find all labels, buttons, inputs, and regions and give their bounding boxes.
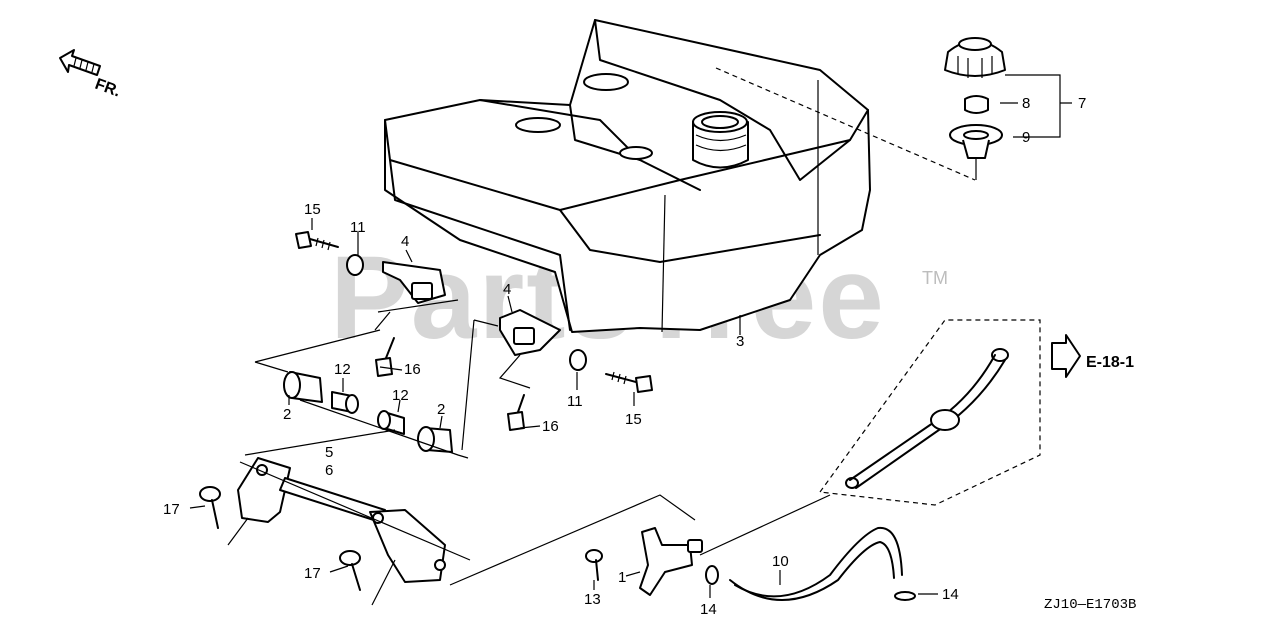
collar-12-right — [377, 410, 405, 435]
bolt-17-bottom — [339, 550, 361, 591]
bracket-leader-lines — [244, 299, 531, 459]
fuel-hose-10-inner — [729, 541, 895, 601]
callout-9: 9 — [1022, 129, 1030, 146]
tank-base-frame — [237, 457, 446, 583]
callout-14-right: 14 — [942, 586, 959, 603]
bolt-15-right — [605, 371, 653, 393]
callout-15-left: 15 — [304, 201, 321, 218]
callout-1: 1 — [618, 569, 626, 586]
callout-leaders — [189, 218, 938, 598]
callout-17-bottom: 17 — [304, 565, 321, 582]
callout-3: 3 — [736, 333, 744, 350]
cushion-2-left — [283, 371, 323, 403]
callout-15-right: 15 — [625, 411, 642, 428]
callout-4-left: 4 — [401, 233, 409, 250]
hose-clip-14-left — [705, 565, 719, 585]
reference-arrow-icon — [1051, 334, 1081, 378]
fuel-strainer — [949, 124, 1003, 180]
drawing-code: ZJ10—E1703B — [1044, 597, 1136, 613]
callout-10: 10 — [772, 553, 789, 570]
callout-12-right: 12 — [392, 387, 409, 404]
hose-leader-line — [699, 494, 831, 556]
collar-12-left — [331, 391, 359, 414]
tank-bracket-right — [499, 309, 561, 356]
callout-11-right: 11 — [567, 393, 583, 410]
hose-group-outline — [818, 319, 1041, 506]
callout-2-left: 2 — [283, 406, 291, 423]
callout-7: 7 — [1078, 95, 1086, 112]
fuel-cap — [944, 37, 1006, 78]
callout-12-left: 12 — [334, 361, 351, 378]
callout-16-right: 16 — [542, 418, 559, 435]
washer-11-right — [569, 349, 587, 371]
watermark-trademark: TM — [922, 268, 948, 288]
callout-6: 6 — [325, 462, 333, 479]
fuel-hose-10 — [734, 526, 903, 598]
bolt-13 — [585, 549, 603, 581]
fuel-valve — [639, 527, 703, 596]
callout-14-left: 14 — [700, 601, 717, 618]
bolt-16-right — [507, 394, 525, 431]
callout-17-top: 17 — [163, 501, 180, 518]
reference-label: E-18-1 — [1086, 354, 1134, 371]
return-hose — [845, 348, 1009, 489]
callout-8: 8 — [1022, 95, 1030, 112]
cushion-2-right — [417, 426, 453, 453]
callout-5: 5 — [325, 444, 333, 461]
cap-gasket — [964, 95, 989, 114]
hose-clip-14-right — [894, 591, 916, 601]
cap-bracket-lines — [1000, 74, 1072, 138]
bolt-15-left — [295, 231, 339, 251]
washer-11-left — [346, 254, 364, 276]
fuel-tank — [384, 19, 871, 333]
callout-4-right: 4 — [503, 281, 511, 298]
tank-bracket-left — [382, 261, 446, 304]
front-direction-arrow-icon — [59, 49, 101, 76]
callout-11-left: 11 — [350, 219, 366, 236]
front-direction-label: FR. — [93, 76, 123, 101]
cap-alignment-line — [715, 67, 976, 181]
frame-leader-lines — [227, 461, 696, 606]
callout-13: 13 — [584, 591, 601, 608]
bolt-17-top — [199, 486, 221, 529]
callout-2-right: 2 — [437, 401, 445, 418]
callout-16-left: 16 — [404, 361, 421, 378]
